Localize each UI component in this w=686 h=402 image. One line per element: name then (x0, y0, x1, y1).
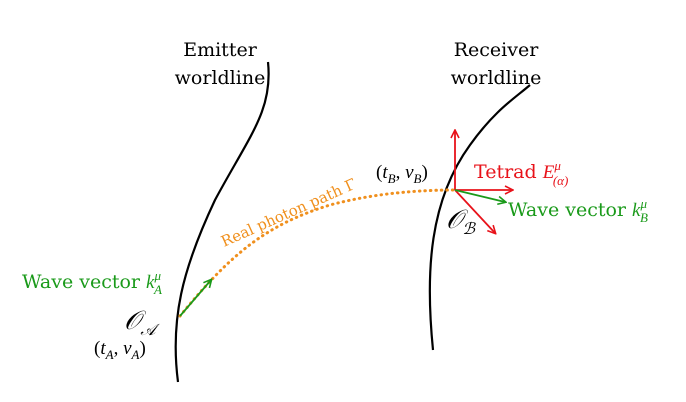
emitter-observer-label: 𝒪𝒜 (124, 306, 160, 339)
tetrad-arrow-down (454, 189, 495, 233)
emitter-worldline (174, 61, 270, 383)
receiver-title-line2: worldline (451, 67, 542, 89)
receiver-event-label: (tB, νB) (376, 162, 428, 186)
receiver-observer-label: 𝒪ℬ (446, 205, 476, 238)
photon-path (178, 188, 457, 318)
emitter-event-label: (tA, νA) (94, 338, 146, 362)
receiver-title-line1: Receiver (454, 39, 539, 61)
emitter-title-line2: worldline (175, 67, 266, 89)
emitter-wave-vector-arrow (179, 280, 211, 317)
tetrad-label: Tetrad Eμ(α) (474, 158, 568, 188)
photon-path-label: Real photon path Γ (218, 175, 359, 251)
receiver-worldline (428, 84, 531, 351)
receiver-wave-vector-arrow (454, 189, 505, 202)
emitter-title-line1: Emitter (183, 39, 257, 61)
